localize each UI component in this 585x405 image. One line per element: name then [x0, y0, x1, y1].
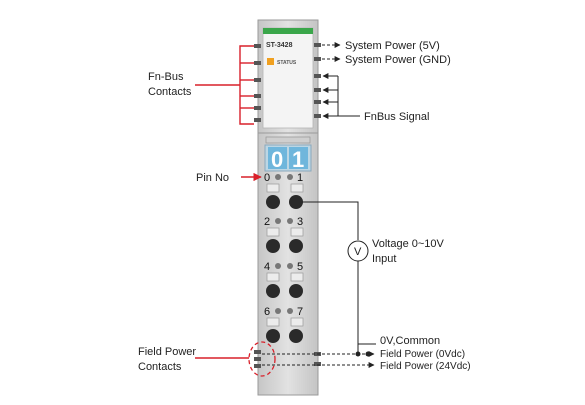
pin-number-0: 0	[264, 172, 270, 184]
pin-led-3	[287, 218, 293, 224]
field-power-contacts-label-line1: Field Power	[138, 346, 196, 358]
pin-slot-0	[266, 183, 280, 193]
status-label: STATUS	[277, 60, 297, 66]
voltmeter-symbol: V	[354, 246, 362, 258]
pin-led-4	[275, 263, 281, 269]
voltage-wire-top	[302, 201, 359, 240]
display-digit-1: 1	[292, 147, 304, 172]
pin-number-6: 6	[264, 306, 270, 318]
bus-contact	[314, 57, 321, 61]
field-power-contact	[314, 362, 321, 366]
bus-contact	[314, 74, 321, 78]
pin-led-5	[287, 263, 293, 269]
display-cell-0	[268, 147, 287, 169]
bus-contact	[314, 114, 321, 118]
terminal-4	[266, 284, 280, 298]
display-cell-1	[289, 147, 308, 169]
terminal-2	[266, 239, 280, 253]
field-power-contacts-label-line2: Contacts	[138, 361, 182, 373]
green-band	[263, 28, 313, 34]
pin-slot-3	[290, 227, 304, 237]
fn-bus-label-line1: Fn-Bus	[148, 71, 184, 83]
voltage-label-line1: Voltage 0~10V	[372, 238, 445, 250]
voltage-input-circuit: V Voltage 0~10V Input	[302, 201, 445, 357]
pin-number-7: 7	[297, 306, 303, 318]
pin-no-label: Pin No	[196, 172, 229, 184]
field-power-contacts-highlight	[248, 341, 276, 377]
terminal-3	[289, 239, 303, 253]
terminal-5	[289, 284, 303, 298]
pin-led-6	[275, 308, 281, 314]
fn-bus-label-line2: Contacts	[148, 86, 192, 98]
pin-slot-6	[266, 317, 280, 327]
field-power-contact	[254, 357, 261, 361]
terminal-1	[289, 195, 303, 209]
pin-led-1	[287, 174, 293, 180]
module-model: ST-3428	[266, 42, 293, 49]
release-lever	[265, 136, 311, 144]
field-power-0v-label: Field Power (0Vdc)	[380, 349, 465, 360]
status-led-icon	[267, 58, 274, 65]
io-module: ST-3428 STATUS 0 1 0 1 2 3 4 5	[254, 19, 321, 396]
bus-contact	[254, 61, 261, 65]
display-digit-0: 0	[271, 147, 283, 172]
pin-slot-2	[266, 227, 280, 237]
pin-number-4: 4	[264, 261, 270, 273]
pin-no-callout: Pin No	[196, 172, 262, 184]
voltage-label-line2: Input	[372, 253, 396, 265]
pin-slot-5	[290, 272, 304, 282]
field-power-callout: 0V,Common Field Power (0Vdc) Field Power…	[138, 335, 471, 377]
bus-contact	[314, 100, 321, 104]
fnbus-signal-callout: FnBus Signal	[322, 73, 429, 123]
junction-dot	[365, 351, 371, 357]
pin-number-2: 2	[264, 216, 270, 228]
pin-slot-4	[266, 272, 280, 282]
bus-contact	[254, 44, 261, 48]
field-power-24v-label: Field Power (24Vdc)	[380, 361, 471, 372]
field-power-contact	[254, 350, 261, 354]
pin-led-7	[287, 308, 293, 314]
pin-number-3: 3	[297, 216, 303, 228]
pin-led-2	[275, 218, 281, 224]
fnbus-signal-label: FnBus Signal	[364, 111, 429, 123]
field-power-contact	[254, 364, 261, 368]
pin-slot-1	[290, 183, 304, 193]
system-power-5v-label: System Power (5V)	[345, 40, 440, 52]
module-label-area	[262, 27, 314, 129]
fn-bus-bracket	[239, 45, 254, 125]
system-power-gnd-label: System Power (GND)	[345, 54, 451, 66]
pin-slot-7	[290, 317, 304, 327]
bus-contact	[254, 118, 261, 122]
bus-contact	[314, 43, 321, 47]
pin-number-5: 5	[297, 261, 303, 273]
bus-contact	[254, 106, 261, 110]
bus-contact	[254, 78, 261, 82]
bus-contact	[254, 94, 261, 98]
common-label: 0V,Common	[380, 335, 440, 347]
pin-number-1: 1	[297, 172, 303, 184]
terminal-7	[289, 329, 303, 343]
pin-led-0	[275, 174, 281, 180]
terminal-6	[266, 329, 280, 343]
terminal-0	[266, 195, 280, 209]
fn-bus-contacts-callout: Fn-Bus Contacts	[148, 45, 254, 125]
system-power-callout: System Power (5V) System Power (GND)	[322, 40, 451, 66]
bus-contact	[314, 88, 321, 92]
